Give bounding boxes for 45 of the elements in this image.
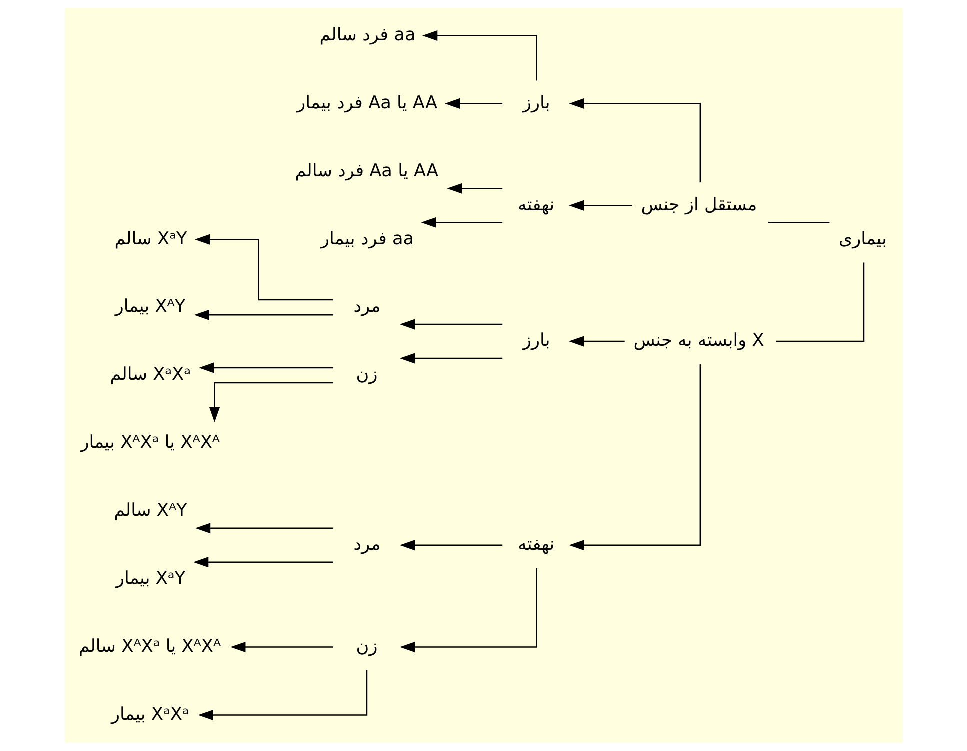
- node-text: فرد سالم Aa یا AA: [294, 161, 438, 182]
- node-text: بیمار XᴬXᵃ یا XᴬXᴬ: [80, 433, 220, 454]
- arrow: [194, 310, 333, 320]
- node-text: بیماری: [838, 229, 886, 250]
- arrow: [422, 30, 537, 81]
- arrow: [208, 382, 333, 423]
- arrow: [198, 362, 333, 374]
- arrow: [194, 234, 333, 301]
- node-text: بیمار XᵃY: [115, 568, 186, 589]
- arrow: [568, 364, 701, 551]
- node-text: بیمار XᵃXᵃ: [111, 704, 189, 725]
- arrow: [568, 98, 701, 182]
- node-text: نهفته: [517, 535, 554, 556]
- arrow: [568, 336, 624, 347]
- node-text: مستقل از جنس: [640, 195, 757, 216]
- arrow: [446, 183, 502, 194]
- arrow: [195, 523, 333, 534]
- node-text: بیمار XᴬY: [114, 297, 186, 318]
- connector: [775, 262, 864, 342]
- node-text: بارز: [522, 93, 550, 114]
- arrow: [193, 557, 333, 568]
- arrow: [568, 200, 632, 211]
- node-text: فرد سالم aa: [319, 25, 416, 46]
- arrow: [399, 353, 502, 364]
- arrow: [230, 642, 333, 653]
- connector: [768, 222, 830, 224]
- node-text: سالم XᵃY: [114, 229, 187, 250]
- arrow: [198, 670, 368, 721]
- node-text: فرد بیمار aa: [320, 229, 414, 250]
- node-text: فرد بیمار Aa یا AA: [296, 93, 438, 114]
- node-text: زن: [356, 636, 378, 657]
- node-text: وابسته به جنس X: [633, 331, 764, 352]
- node-text: مرد: [353, 297, 380, 318]
- node-text: مرد: [353, 535, 380, 556]
- arrow: [399, 540, 502, 551]
- arrow: [420, 217, 502, 228]
- node-text: سالم XᵃXᵃ: [110, 365, 191, 386]
- node-text: سالم XᴬXᵃ یا XᴬXᴬ: [78, 636, 221, 657]
- node-text: زن: [356, 365, 378, 386]
- arrow: [444, 98, 502, 109]
- arrow: [399, 568, 537, 653]
- node-text: نهفته: [517, 195, 554, 216]
- arrow: [399, 319, 502, 330]
- node-text: سالم XᴬY: [114, 501, 187, 522]
- node-text: بارز: [522, 331, 550, 352]
